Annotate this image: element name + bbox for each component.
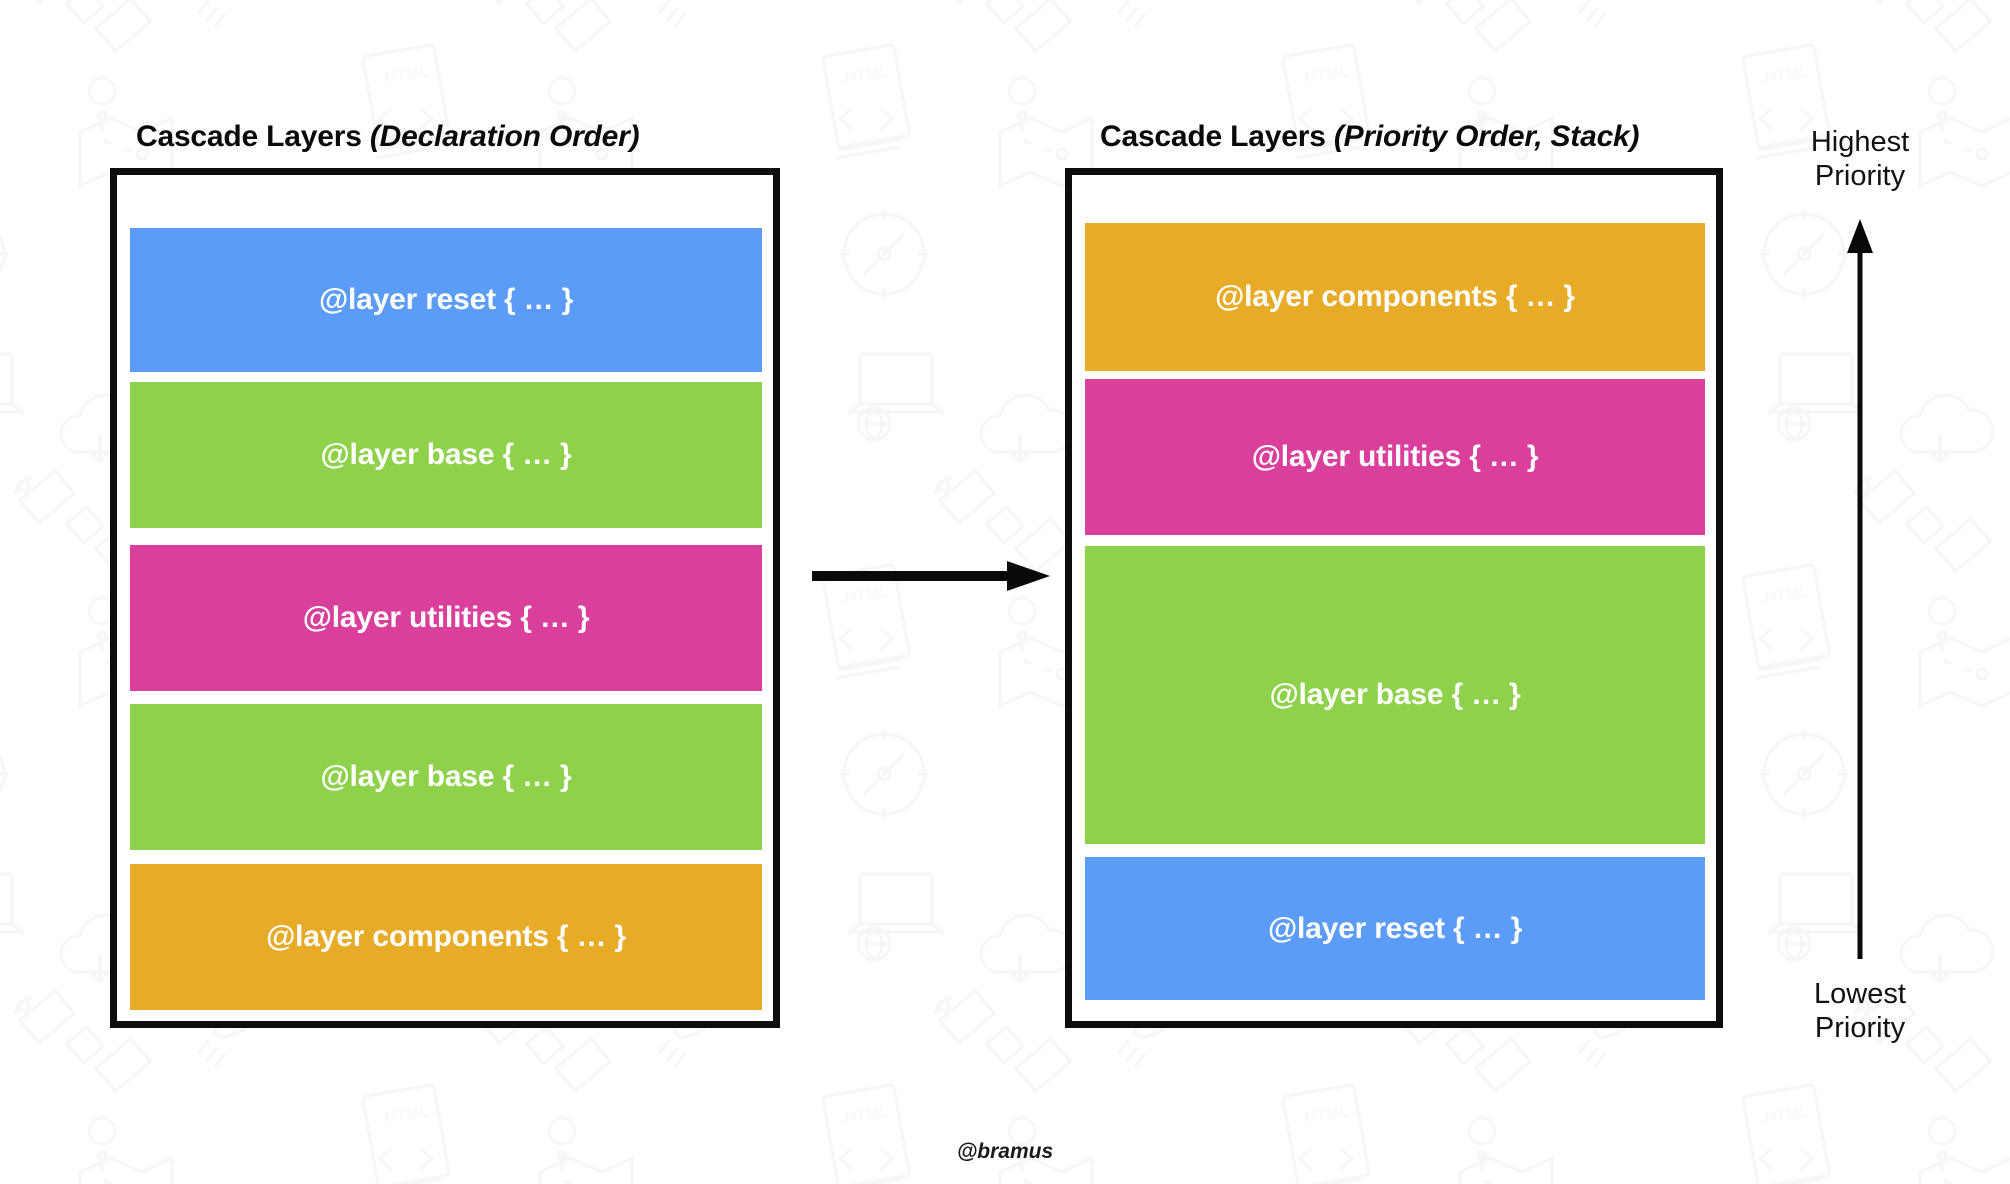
- priority-up-arrow-icon: [1847, 219, 1873, 959]
- layer-label: @layer base { … }: [320, 438, 572, 471]
- layer-box-base-declaration-2[interactable]: @layer base { … }: [130, 704, 762, 850]
- layer-label: @layer utilities { … }: [1251, 440, 1539, 473]
- layer-label: @layer reset { … }: [1267, 911, 1523, 945]
- layer-box-reset-priority[interactable]: @layer reset { … }: [1085, 857, 1705, 1000]
- declaration-order-title: Cascade Layers (Declaration Order): [136, 120, 640, 154]
- transform-arrow-icon: [812, 561, 1050, 591]
- priority-order-title-main: Cascade Layers: [1100, 120, 1334, 153]
- layer-label: @layer components { … }: [1215, 280, 1575, 313]
- lowest-priority-line-2: Priority: [1814, 1011, 1906, 1044]
- layer-box-utilities-priority[interactable]: @layer utilities { … }: [1085, 379, 1705, 535]
- layer-box-base-priority[interactable]: @layer base { … }: [1085, 546, 1705, 844]
- priority-order-title-italic: (Priority Order, Stack): [1333, 120, 1640, 153]
- layer-label: @layer base { … }: [1269, 678, 1521, 711]
- layer-box-utilities-declaration[interactable]: @layer utilities { … }: [130, 545, 762, 691]
- layer-box-components-priority[interactable]: @layer components { … }: [1085, 223, 1705, 371]
- author-handle: @bramus: [956, 1140, 1054, 1163]
- highest-priority-line-1: Highest: [1810, 126, 1910, 158]
- highest-priority-label: Highest Priority: [1770, 125, 1950, 193]
- layer-label: @layer base { … }: [320, 760, 572, 793]
- priority-axis: Highest Priority Lowest Priority: [1770, 125, 1950, 1045]
- lowest-priority-label: Lowest Priority: [1770, 977, 1950, 1045]
- layer-box-reset-declaration[interactable]: @layer reset { … }: [130, 228, 762, 372]
- layer-label: @layer reset { … }: [318, 283, 574, 316]
- priority-order-title: Cascade Layers (Priority Order, Stack): [1100, 120, 1640, 154]
- layer-label: @layer utilities { … }: [302, 601, 590, 634]
- layer-box-components-declaration[interactable]: @layer components { … }: [130, 864, 762, 1010]
- layer-box-base-declaration-1[interactable]: @layer base { … }: [130, 382, 762, 528]
- layer-label: @layer components { … }: [266, 920, 626, 953]
- lowest-priority-line-1: Lowest: [1814, 977, 1906, 1010]
- declaration-order-title-italic: (Declaration Order): [369, 120, 640, 153]
- highest-priority-line-2: Priority: [1814, 160, 1906, 193]
- declaration-order-title-main: Cascade Layers: [136, 120, 370, 153]
